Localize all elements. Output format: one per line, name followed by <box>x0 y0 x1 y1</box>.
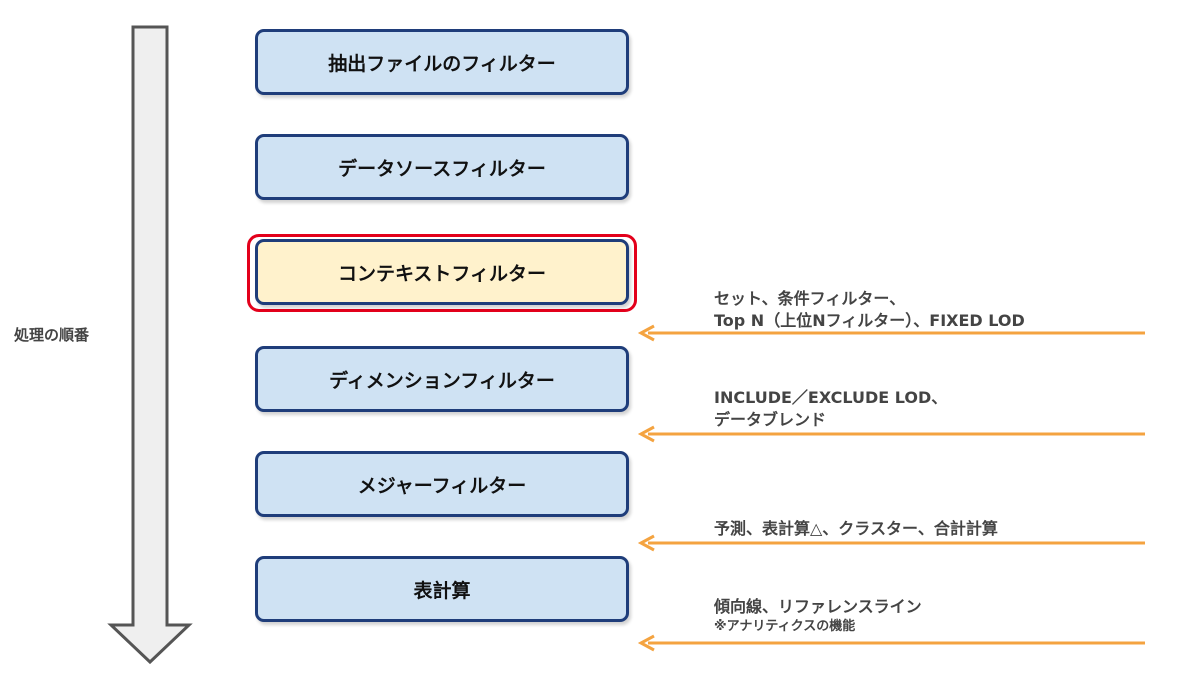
annotation-arrow-1 <box>637 324 1145 342</box>
step-measure-filter: メジャーフィルター <box>255 451 629 517</box>
step-data-source-filter: データソースフィルター <box>255 134 629 200</box>
annotation-4: 傾向線、リファレンスライン ※アナリティクスの機能 <box>714 596 922 636</box>
annotation-1: セット、条件フィルター、 Top N（上位Nフィルター）、FIXED LOD <box>714 288 1025 332</box>
annotation-arrow-3 <box>637 534 1145 552</box>
step-extract-filter: 抽出ファイルのフィルター <box>255 29 629 95</box>
process-order-arrow <box>107 25 193 665</box>
annotation-arrow-2 <box>637 425 1145 443</box>
annotation-1-line-1: セット、条件フィルター、 <box>714 289 906 308</box>
annotation-3-line-1: 予測、表計算△、クラスター、合計計算 <box>714 519 998 538</box>
annotation-3: 予測、表計算△、クラスター、合計計算 <box>714 518 998 540</box>
annotation-2-line-2: データブレンド <box>714 410 827 429</box>
annotation-1-line-2: Top N（上位Nフィルター）、FIXED LOD <box>714 311 1025 330</box>
step-context-filter: コンテキストフィルター <box>255 239 629 305</box>
annotation-4-line-1: 傾向線、リファレンスライン <box>714 597 922 616</box>
annotation-2-line-1: INCLUDE／EXCLUDE LOD、 <box>714 388 948 407</box>
annotation-4-line-2: ※アナリティクスの機能 <box>714 619 856 634</box>
highlight-ring <box>247 234 637 312</box>
order-label: 処理の順番 <box>14 326 90 344</box>
annotation-arrow-4 <box>637 634 1145 652</box>
step-dimension-filter: ディメンションフィルター <box>255 346 629 412</box>
annotation-2: INCLUDE／EXCLUDE LOD、 データブレンド <box>714 387 947 431</box>
step-table-calculation: 表計算 <box>255 556 629 622</box>
